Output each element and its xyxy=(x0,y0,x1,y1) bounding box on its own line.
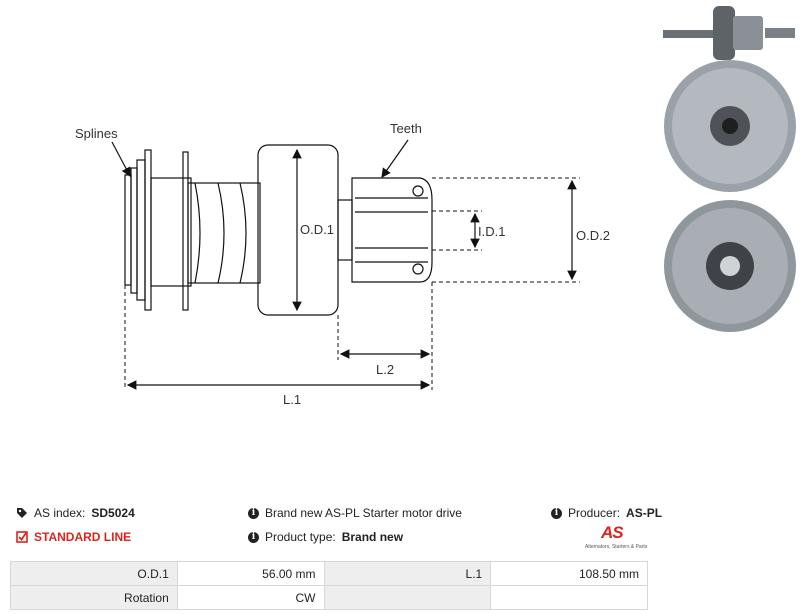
label-l1: L.1 xyxy=(283,392,301,407)
label-l2: L.2 xyxy=(376,362,394,377)
producer-value: AS-PL xyxy=(626,506,663,520)
product-info: AS index: SD5024 STANDARD LINE i Brand n… xyxy=(0,500,800,560)
label-id1: I.D.1 xyxy=(478,224,505,239)
standard-line-label: STANDARD LINE xyxy=(34,530,132,544)
product-type: i Product type: Brand new xyxy=(248,530,403,544)
info-icon: i xyxy=(248,507,259,519)
rear-view-photo xyxy=(664,200,796,332)
spec-value: 56.00 mm xyxy=(176,561,325,586)
info-icon: i xyxy=(248,531,259,543)
product-type-value: Brand new xyxy=(341,530,404,544)
check-icon xyxy=(16,531,28,543)
spec-value: 108.50 mm xyxy=(490,561,648,586)
as-index-value: SD5024 xyxy=(91,506,135,520)
as-pl-logo: AS Alternators, Starters & Parts xyxy=(585,523,651,553)
as-index: AS index: SD5024 xyxy=(16,506,135,520)
description-text: Brand new AS-PL Starter motor drive xyxy=(265,506,462,520)
label-teeth: Teeth xyxy=(390,121,422,136)
producer: i Producer: AS-PL xyxy=(551,506,662,520)
specs-table: O.D.1 56.00 mm L.1 108.50 mm Rotation CW xyxy=(10,561,648,610)
spec-label: Rotation xyxy=(10,585,178,610)
info-icon: i xyxy=(551,507,562,519)
front-view-photo xyxy=(664,60,796,192)
description: i Brand new AS-PL Starter motor drive xyxy=(248,506,462,520)
tag-icon xyxy=(17,508,27,518)
spec-label: L.1 xyxy=(323,561,492,586)
product-type-label: Product type: xyxy=(265,530,336,544)
logo-text: AS xyxy=(601,523,624,542)
label-od1: O.D.1 xyxy=(300,222,334,237)
spec-label xyxy=(323,585,492,610)
technical-drawing: O.D.1 I.D.1 O.D.2 L.2 L.1 Splines Teeth xyxy=(75,121,610,407)
standard-line: STANDARD LINE xyxy=(16,530,131,544)
drive-outline xyxy=(124,144,433,316)
producer-label: Producer: xyxy=(568,506,621,520)
label-od2: O.D.2 xyxy=(576,228,610,243)
side-view-photo xyxy=(663,6,795,60)
table-row: Rotation CW xyxy=(10,585,648,610)
label-splines: Splines xyxy=(75,126,118,141)
logo-tagline: Alternators, Starters & Parts xyxy=(585,544,648,550)
spec-value xyxy=(490,585,648,610)
spec-label: O.D.1 xyxy=(10,561,178,586)
as-index-label: AS index: xyxy=(34,506,86,520)
product-photos xyxy=(663,6,796,332)
table-row: O.D.1 56.00 mm L.1 108.50 mm xyxy=(10,561,648,586)
spec-value: CW xyxy=(176,585,325,610)
